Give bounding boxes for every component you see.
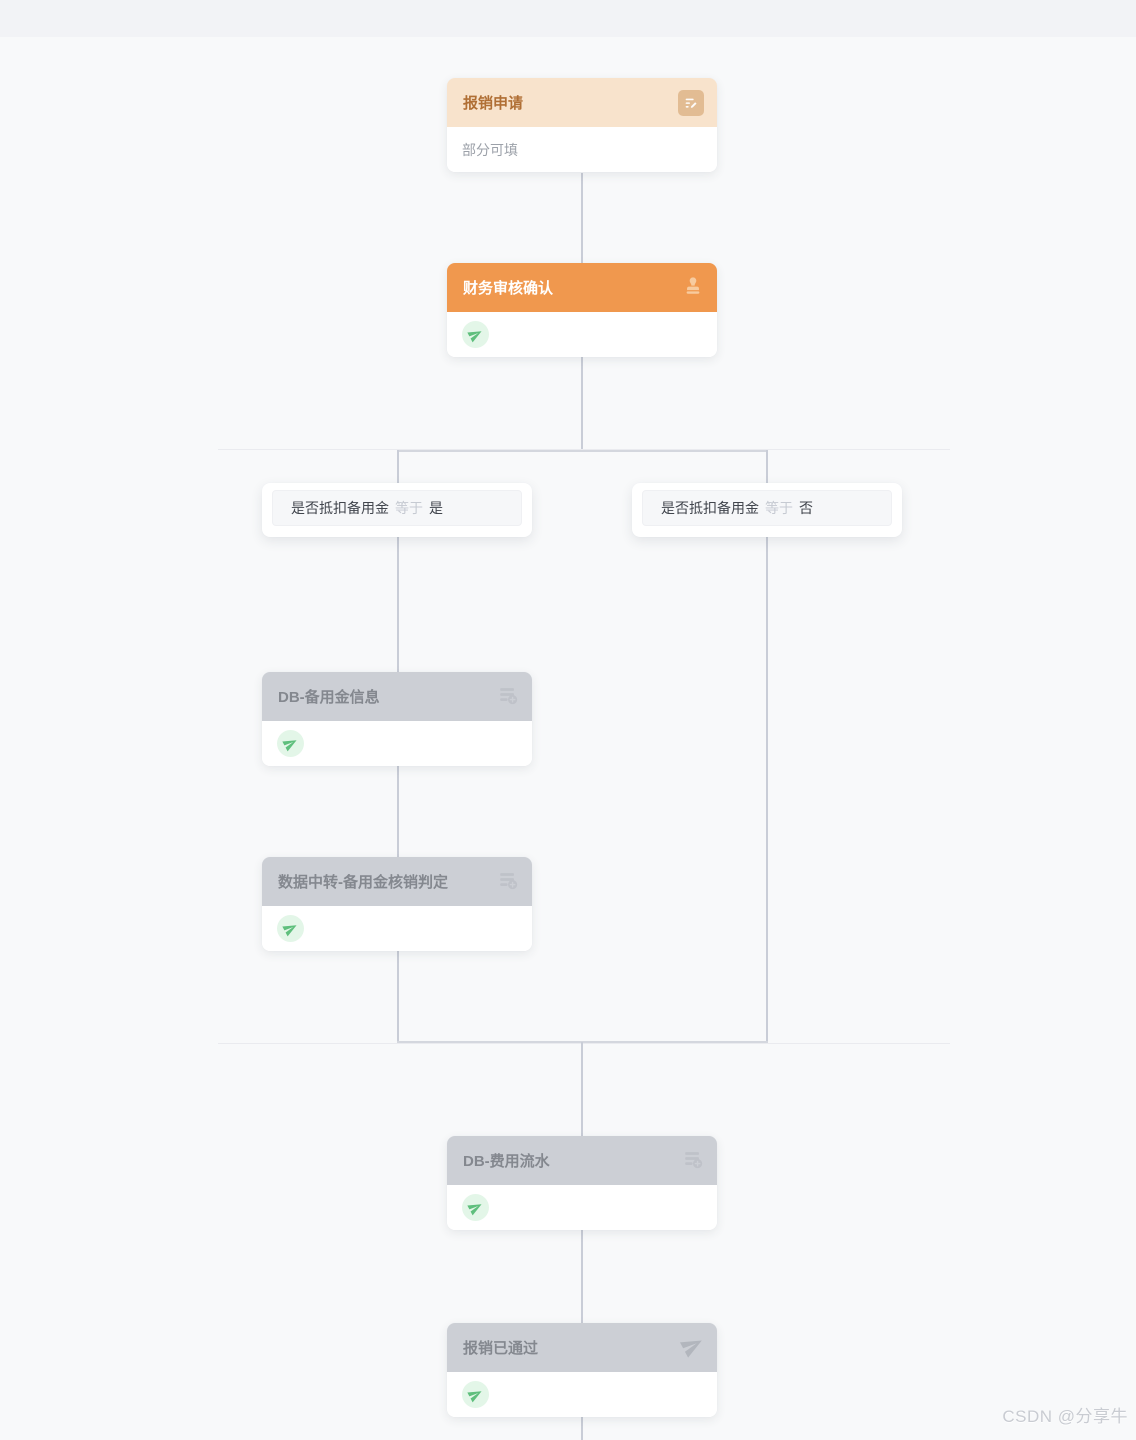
send-plane-icon <box>462 321 489 348</box>
branch-boundary-line <box>218 449 950 450</box>
node-title: 财务审核确认 <box>463 280 554 297</box>
node-start-body: 部分可填 <box>447 127 717 172</box>
connector-line <box>581 173 583 263</box>
branch-right-line <box>766 450 768 1042</box>
node-db-reserve-info-body <box>262 721 532 766</box>
send-icon <box>679 1334 704 1361</box>
send-plane-icon <box>277 730 304 757</box>
node-data-transfer[interactable]: 数据中转-备用金核销判定 <box>262 857 532 951</box>
node-db-reserve-info-header: DB-备用金信息 <box>262 672 532 721</box>
watermark: CSDN @分享牛 <box>1002 1407 1128 1426</box>
node-end-body <box>447 1372 717 1417</box>
connector-line <box>581 357 583 450</box>
node-finance-review-body <box>447 312 717 357</box>
node-title: DB-费用流水 <box>463 1153 550 1170</box>
connector-line <box>581 1414 583 1440</box>
send-plane-icon <box>277 915 304 942</box>
node-db-reserve-info[interactable]: DB-备用金信息 <box>262 672 532 766</box>
node-start-header: 报销申请 <box>447 78 717 127</box>
send-plane-icon <box>462 1381 489 1408</box>
node-title: 报销申请 <box>463 95 524 112</box>
connector-line <box>581 1042 583 1136</box>
condition-right[interactable]: 是否抵扣备用金 等于 否 <box>632 483 902 537</box>
condition-field: 是否抵扣备用金 <box>291 500 389 516</box>
node-title: 报销已通过 <box>463 1340 539 1357</box>
send-plane-icon <box>462 1194 489 1221</box>
node-data-transfer-header: 数据中转-备用金核销判定 <box>262 857 532 906</box>
node-db-expense-flow-body <box>447 1185 717 1230</box>
node-finance-review-header: 财务审核确认 <box>447 263 717 312</box>
condition-operator: 等于 <box>395 500 423 516</box>
database-add-icon <box>497 684 519 710</box>
connector-line <box>581 1228 583 1323</box>
node-title: 数据中转-备用金核销判定 <box>278 874 448 891</box>
form-edit-icon <box>678 89 704 116</box>
node-title: DB-备用金信息 <box>278 689 380 706</box>
condition-operator: 等于 <box>765 500 793 516</box>
node-end-header: 报销已通过 <box>447 1323 717 1372</box>
database-add-icon <box>497 869 519 895</box>
condition-value: 是 <box>429 500 443 516</box>
database-add-icon <box>682 1148 704 1174</box>
node-start[interactable]: 报销申请 部分可填 <box>447 78 717 172</box>
condition-value: 否 <box>799 500 813 516</box>
node-subtitle: 部分可填 <box>462 141 518 158</box>
condition-left[interactable]: 是否抵扣备用金 等于 是 <box>262 483 532 537</box>
node-end[interactable]: 报销已通过 <box>447 1323 717 1417</box>
condition-right-box: 是否抵扣备用金 等于 否 <box>642 490 892 526</box>
branch-boundary-line <box>218 1043 950 1044</box>
condition-left-box: 是否抵扣备用金 等于 是 <box>272 490 522 526</box>
branch-top-line <box>397 450 767 452</box>
node-finance-review[interactable]: 财务审核确认 <box>447 263 717 357</box>
node-data-transfer-body <box>262 906 532 951</box>
node-db-expense-flow-header: DB-费用流水 <box>447 1136 717 1185</box>
stamp-icon <box>682 275 704 301</box>
node-db-expense-flow[interactable]: DB-费用流水 <box>447 1136 717 1230</box>
condition-field: 是否抵扣备用金 <box>661 500 759 516</box>
top-bar <box>0 0 1136 37</box>
